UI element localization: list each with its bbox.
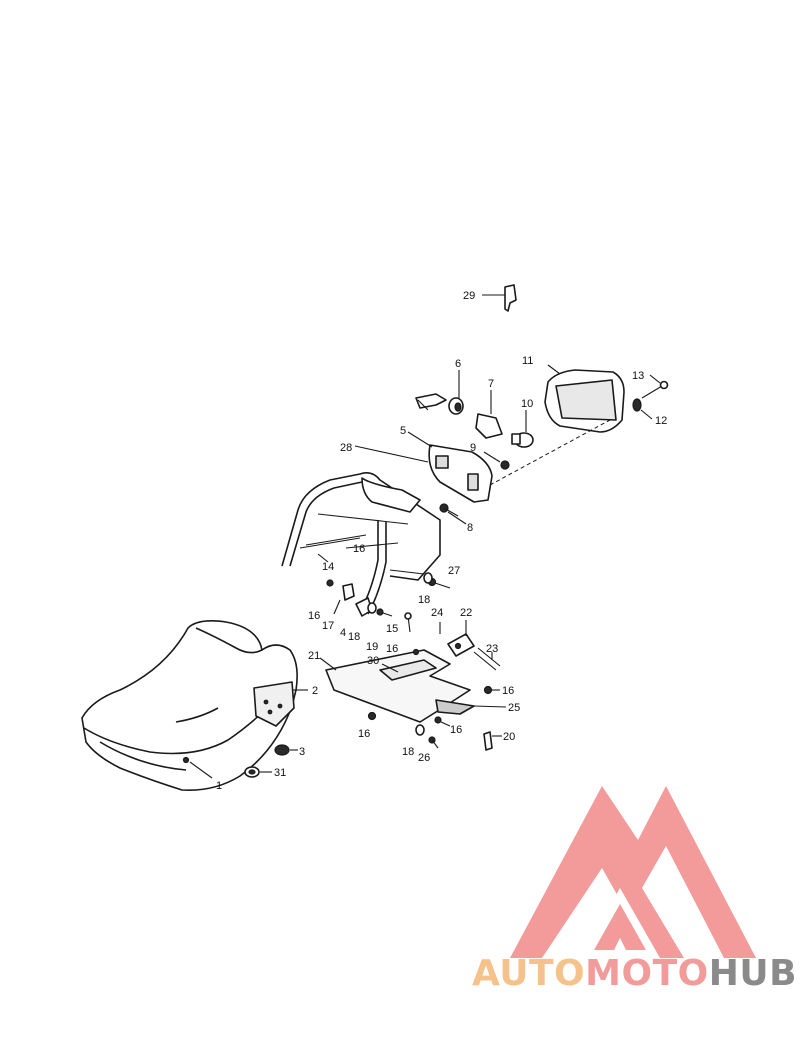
callout-17: 17 [322, 620, 334, 632]
callout-12: 12 [655, 415, 667, 427]
callout-31: 31 [274, 767, 286, 779]
leader-16a [345, 542, 399, 549]
part-nut-16d [434, 716, 442, 724]
part-bolt-15 [404, 612, 412, 633]
part-mounting-plate-21 [319, 648, 471, 723]
part-tail-light [544, 364, 625, 433]
callout-16-right: 16 [502, 685, 514, 697]
callout-18-top: 18 [418, 594, 430, 606]
part-tail-light-bracket [407, 419, 611, 503]
part-bulb-socket [415, 370, 464, 415]
part-nut-16e [367, 711, 377, 721]
callout-4: 4 [340, 627, 346, 639]
callout-16-plate: 16 [358, 728, 370, 740]
part-nut-16c [483, 685, 493, 695]
callout-18-low: 18 [402, 746, 414, 758]
callout-7: 7 [488, 378, 494, 390]
callout-16-low: 16 [450, 724, 462, 736]
part-clip-20 [483, 731, 502, 751]
callout-23: 23 [486, 643, 498, 655]
callout-16-top: 16 [353, 543, 365, 555]
callout-14: 14 [322, 561, 334, 573]
part-washer-18c [415, 724, 425, 736]
part-bracket-4 [355, 597, 393, 617]
part-bracket-25 [435, 699, 507, 715]
logo-triangle-mark [510, 786, 756, 958]
callout-19: 19 [366, 641, 378, 653]
part-clip [482, 284, 517, 312]
callout-9: 9 [470, 442, 476, 454]
brand-auto: AUTO [472, 953, 586, 994]
part-bolt-26 [428, 736, 439, 749]
leader-28 [354, 445, 429, 463]
automotohub-wordmark: AUTOMOTOHUB [472, 953, 797, 994]
part-plate-2 [253, 681, 308, 727]
part-spacer-17 [333, 583, 355, 615]
part-washer-18a [423, 572, 433, 584]
part-washer [632, 398, 653, 420]
part-rubber-damper [274, 744, 298, 756]
brand-hub: HUB [708, 953, 798, 994]
callout-6: 6 [455, 358, 461, 370]
part-nut-16b [326, 579, 334, 587]
callout-28: 28 [340, 442, 352, 454]
callout-21: 21 [308, 650, 320, 662]
callout-22: 22 [460, 607, 472, 619]
callout-13: 13 [632, 370, 644, 382]
part-seat [81, 620, 298, 792]
callout-11: 11 [522, 355, 533, 367]
callout-18-mid: 18 [348, 631, 360, 643]
callout-24: 24 [431, 607, 443, 619]
callout-27: 27 [448, 565, 460, 577]
part-bolt [439, 503, 467, 525]
callout-25: 25 [508, 702, 520, 714]
callout-30: 30 [367, 655, 379, 667]
callout-26: 26 [418, 752, 430, 764]
part-nut [483, 451, 510, 470]
callout-20: 20 [503, 731, 515, 743]
callout-3: 3 [299, 746, 305, 758]
part-bulb [511, 410, 534, 448]
callout-5: 5 [400, 425, 406, 437]
part-bracket-22 [447, 620, 475, 657]
part-grommet [244, 766, 272, 778]
automotohub-logo [510, 786, 756, 958]
brand-moto: MOTO [585, 953, 709, 994]
callout-1: 1 [216, 780, 222, 792]
callout-29: 29 [463, 290, 475, 302]
part-screw [641, 374, 669, 399]
callout-16-left: 16 [308, 610, 320, 622]
callout-15: 15 [386, 623, 398, 635]
leader-16d [440, 721, 451, 727]
callout-16-mid: 16 [386, 643, 398, 655]
callout-10: 10 [521, 398, 533, 410]
callout-8: 8 [467, 522, 473, 534]
callout-2: 2 [312, 685, 318, 697]
part-spacer-23 [473, 647, 501, 671]
part-socket-holder [475, 390, 503, 439]
